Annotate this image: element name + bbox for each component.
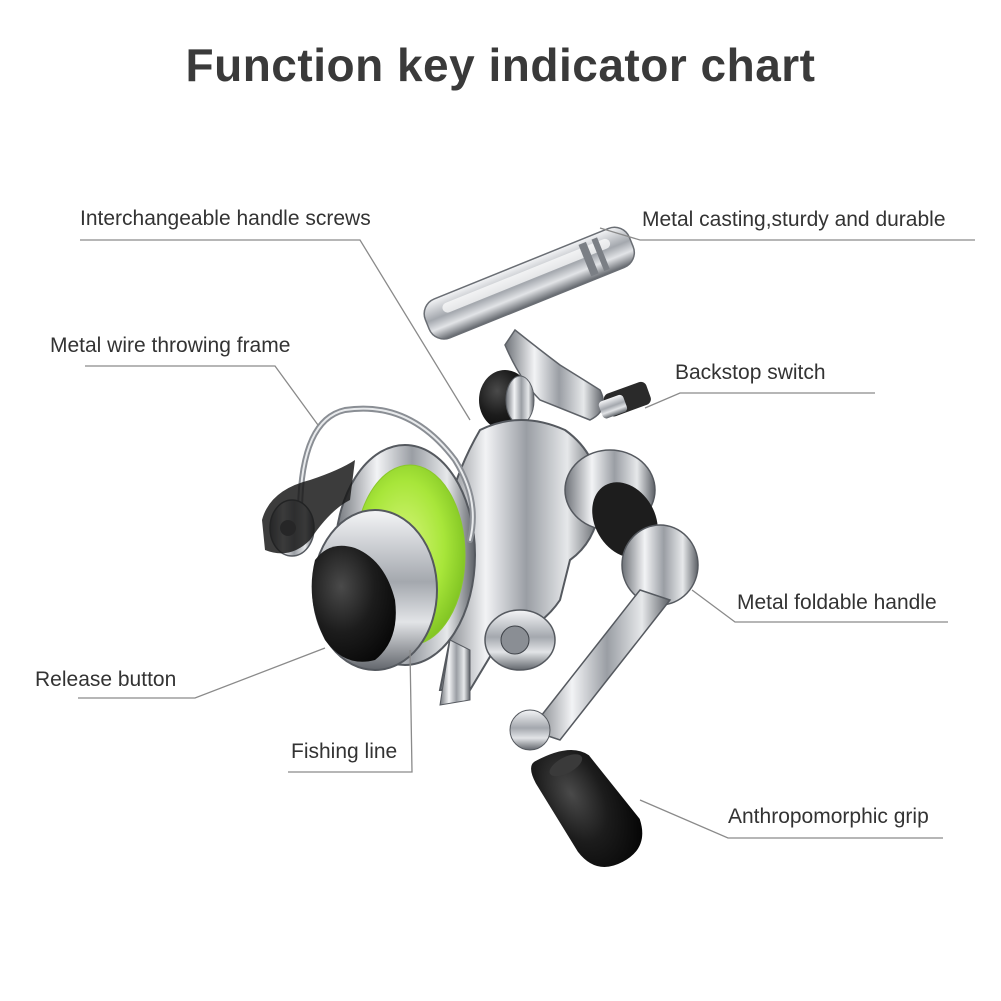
callout-release-button: Release button: [35, 668, 177, 691]
backstop-switch: [598, 381, 651, 419]
top-handle-bar: [423, 226, 636, 340]
callout-backstop: Backstop switch: [675, 361, 826, 384]
callout-foldable-handle: Metal foldable handle: [737, 591, 937, 614]
callout-grip: Anthropomorphic grip: [728, 805, 929, 828]
callout-handle-screws: Interchangeable handle screws: [80, 207, 371, 230]
callout-fishing-line: Fishing line: [291, 740, 398, 763]
foldable-handle-arm: [509, 524, 699, 751]
leader-fishing-line: [288, 649, 413, 773]
leader-metal-casting: [599, 227, 975, 241]
callout-metal-casting: Metal casting,sturdy and durable: [642, 208, 946, 231]
reel-illustration: [262, 226, 699, 867]
leader-backstop: [644, 392, 875, 409]
leader-grip: [639, 799, 943, 839]
leader-release-button: [78, 647, 326, 699]
leader-wire-frame: [85, 365, 319, 426]
leader-lines: [78, 227, 975, 839]
release-button-cap: [311, 545, 396, 662]
chart-title: Function key indicator chart: [185, 39, 816, 91]
callout-wire-frame: Metal wire throwing frame: [50, 334, 291, 357]
leader-foldable-handle: [691, 589, 948, 623]
leader-handle-screws: [80, 239, 471, 421]
grip-knob: [531, 750, 643, 867]
